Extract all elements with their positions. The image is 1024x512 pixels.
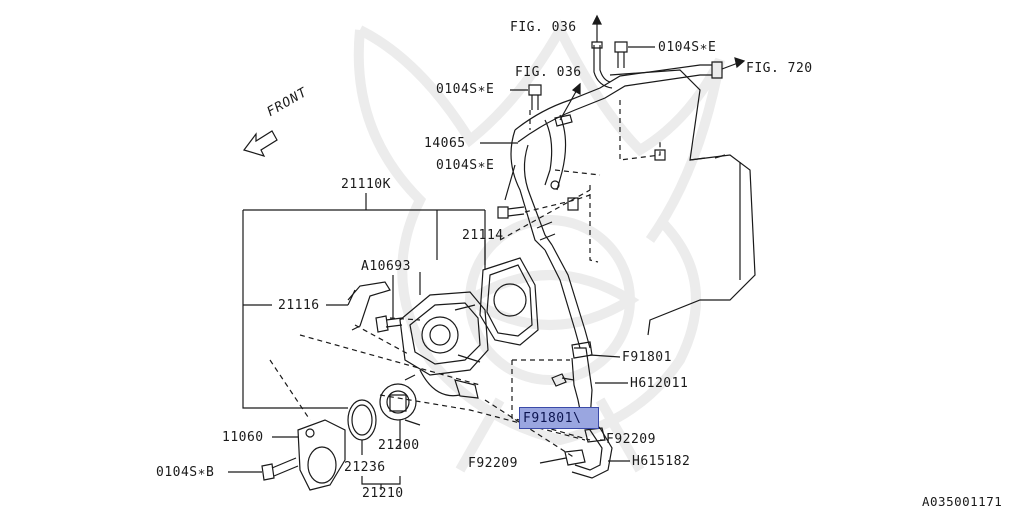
bolt-0104s-b [261,457,299,481]
watermark-emblem [353,19,725,473]
label-21110k[interactable]: 21110K [341,177,391,192]
assy-bracket-21210 [361,476,401,490]
label-21210[interactable]: 21210 [362,486,404,501]
label-h612011[interactable]: H612011 [630,376,689,391]
label-fig036-mid[interactable]: FIG. 036 [515,65,582,80]
thermostat-21200 [379,374,421,448]
water-pump [399,291,489,399]
label-a10693[interactable]: A10693 [361,259,411,274]
label-bolt-e-low[interactable]: 0104S∗E [436,158,495,173]
label-11060[interactable]: 11060 [222,430,264,445]
thermostat-cover-11060 [272,419,346,491]
fig-arrows [559,14,746,121]
label-21200[interactable]: 21200 [378,438,420,453]
leader-lines [228,46,655,473]
gasket-21114 [479,240,539,346]
label-fig720[interactable]: FIG. 720 [746,61,813,76]
diagram-id: A035001171 [922,494,1003,509]
label-h615182[interactable]: H615182 [632,454,691,469]
label-bolt-e-top[interactable]: 0104S∗E [658,40,717,55]
label-bolt-b[interactable]: 0104S∗B [156,465,215,480]
bolts-0104s-e [497,41,628,219]
bolt-a10693 [375,275,403,333]
front-arrow-icon [243,130,278,157]
guide-lines [269,110,601,459]
label-bolt-e-mid[interactable]: 0104S∗E [436,82,495,97]
label-f91801[interactable]: F91801 [622,350,672,365]
water-pipe-14065 [510,41,723,349]
engine-block [609,69,756,336]
label-f92209-right[interactable]: F92209 [606,432,656,447]
label-21236[interactable]: 21236 [344,460,386,475]
highlighted-part-label: F91801\ [523,411,582,426]
bracket-21116 [347,281,391,331]
label-fig036-top[interactable]: FIG. 036 [510,20,577,35]
label-14065[interactable]: 14065 [424,136,466,151]
label-f92209-left[interactable]: F92209 [468,456,518,471]
label-21114[interactable]: 21114 [462,228,504,243]
highlighted-part-f91801[interactable]: F91801\ [519,407,599,429]
gasket-21236 [347,399,377,455]
label-21116[interactable]: 21116 [278,298,320,313]
